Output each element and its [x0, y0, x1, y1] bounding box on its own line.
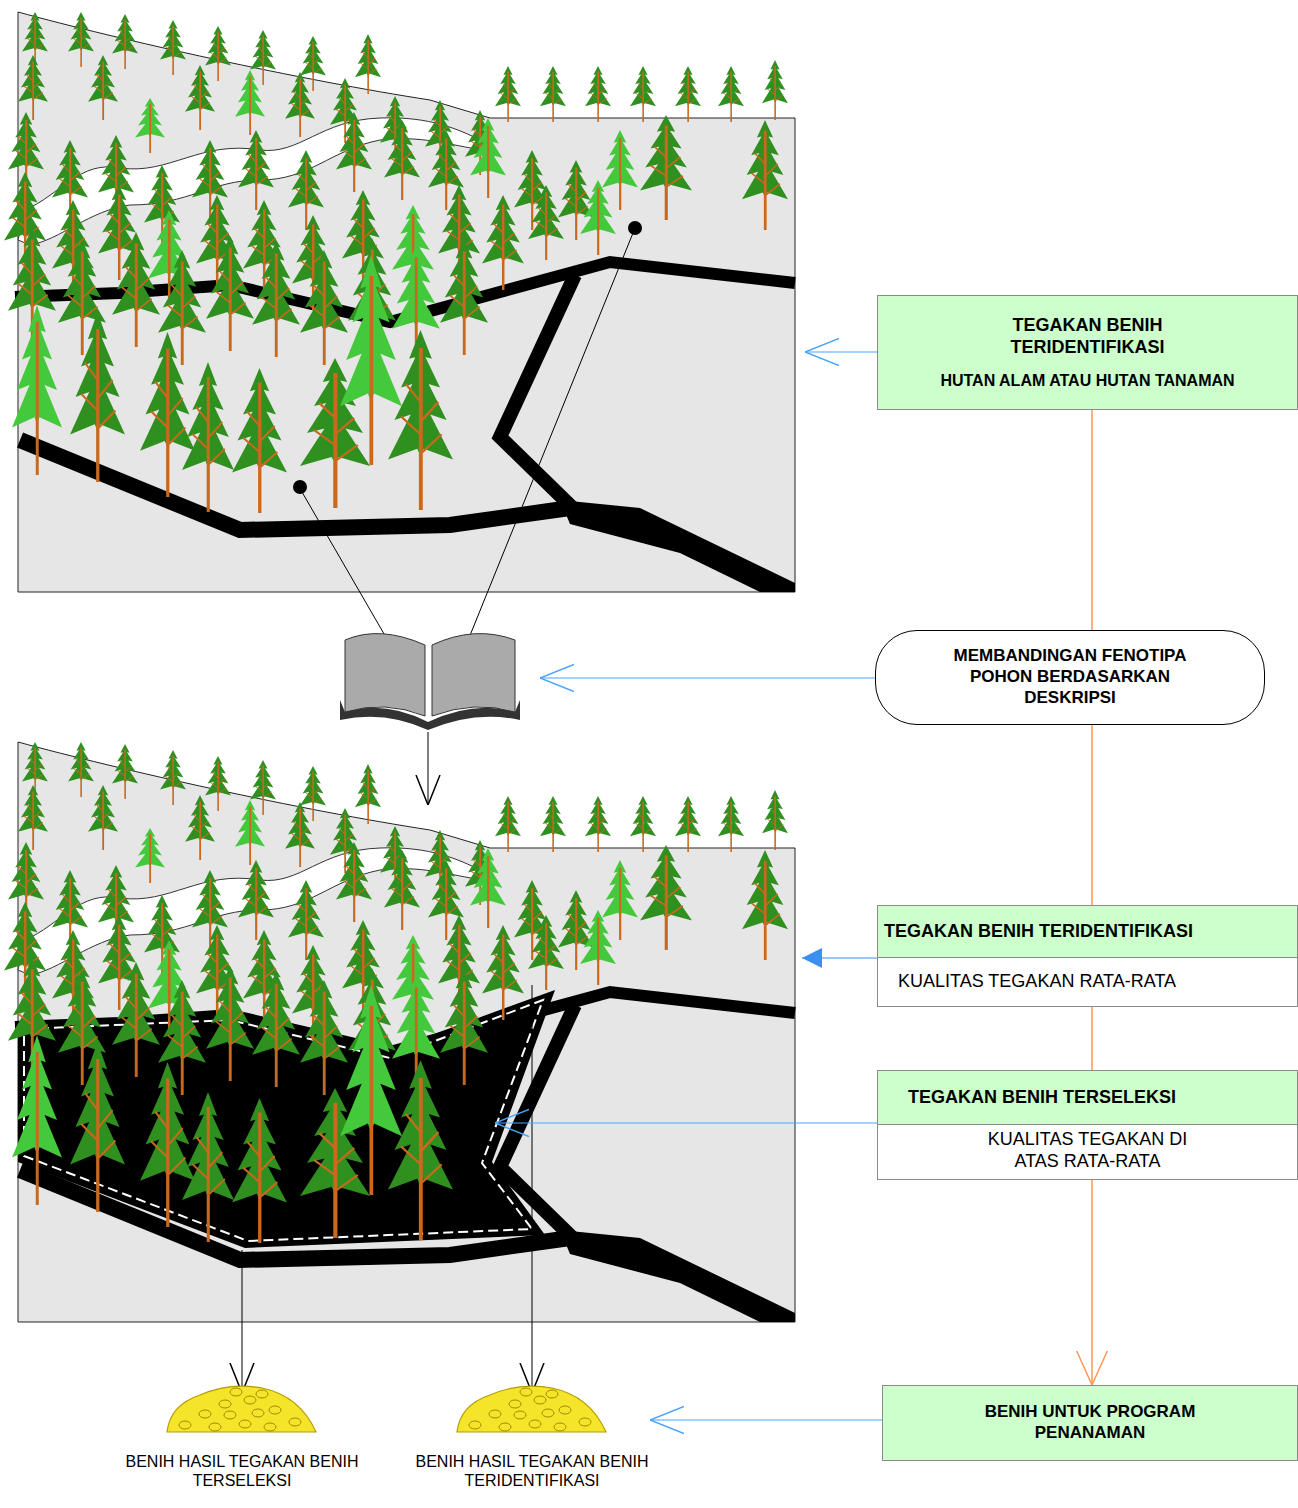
book-page [345, 634, 425, 716]
book-page [432, 634, 515, 716]
box-text: BENIH UNTUK PROGRAM PENANAMAN [883, 1394, 1297, 1451]
flow-arrow [428, 732, 429, 805]
stage-box: TEGAKAN BENIH TERIDENTIFIKASIHUTAN ALAM … [877, 295, 1298, 410]
flow-arrow [242, 1250, 243, 1393]
flow-connector [1091, 1180, 1093, 1385]
pointer-arrow [540, 677, 875, 678]
flow-connector [1091, 1007, 1093, 1070]
description-book [340, 634, 520, 730]
pointer-arrow [650, 1419, 882, 1420]
seed-label: BENIH HASIL TEGAKAN BENIH TERIDENTIFIKAS… [410, 1452, 654, 1490]
seed-pile [457, 1386, 606, 1432]
stage-box: TEGAKAN BENIH TERIDENTIFIKASIKUALITAS TE… [877, 905, 1298, 1007]
pointer-arrow [495, 1122, 877, 1123]
stage-box: TEGAKAN BENIH TERSELEKSIKUALITAS TEGAKAN… [877, 1070, 1298, 1180]
box-heading: TEGAKAN BENIH TERSELEKSI [878, 1071, 1297, 1125]
flow-arrow [532, 985, 533, 1393]
process-box: MEMBANDINGAN FENOTIPA POHON BERDASARKAN … [875, 630, 1265, 725]
flow-connector [1091, 410, 1093, 630]
flow-connector [1091, 725, 1093, 905]
output-box: BENIH UNTUK PROGRAM PENANAMAN [882, 1385, 1298, 1461]
forest [4, 742, 788, 1243]
pointer-arrow [805, 351, 877, 352]
sample-tree-dot [628, 221, 642, 235]
pointer-arrow [802, 957, 877, 958]
leader-line [458, 233, 633, 665]
box-text: MEMBANDINGAN FENOTIPA POHON BERDASARKAN … [876, 636, 1264, 718]
seed-label: BENIH HASIL TEGAKAN BENIH TERSELEKSI [120, 1452, 364, 1490]
seed-pile [167, 1386, 316, 1432]
box-body: KUALITAS TEGAKAN DI ATAS RATA-RATA [878, 1125, 1297, 1179]
box-subheading: HUTAN ALAM ATAU HUTAN TANAMAN [878, 363, 1297, 403]
box-body: KUALITAS TEGAKAN RATA-RATA [878, 958, 1297, 1006]
box-heading: TEGAKAN BENIH TERIDENTIFIKASI [878, 303, 1297, 363]
box-heading: TEGAKAN BENIH TERIDENTIFIKASI [878, 906, 1297, 958]
sample-tree-dot [293, 480, 307, 494]
forest [4, 12, 788, 513]
